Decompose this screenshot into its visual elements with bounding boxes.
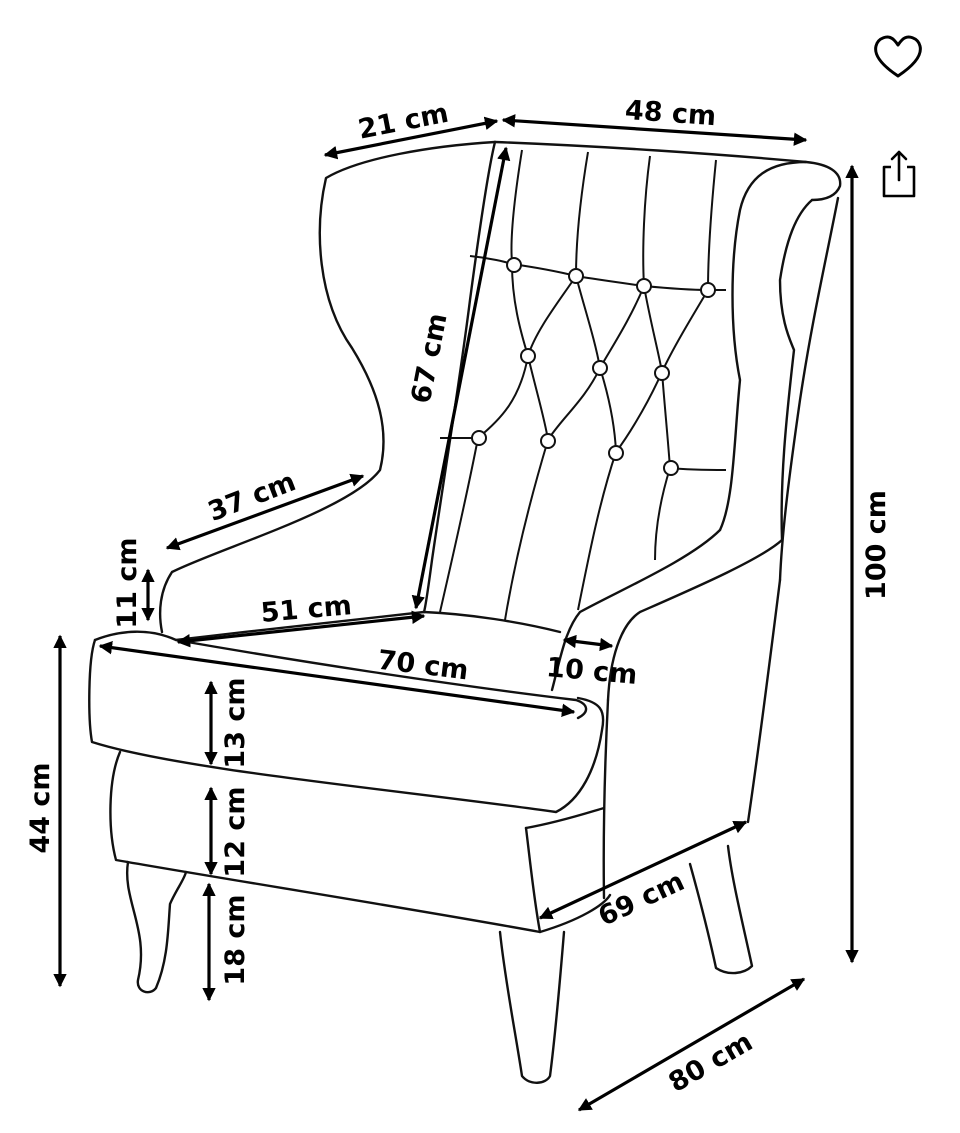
label-seat-width: 70 cm	[376, 645, 470, 687]
dimension-lines	[53, 114, 859, 1112]
label-cushion-height: 13 cm	[220, 677, 251, 768]
dim-line-wing-depth	[323, 116, 499, 160]
dim-line-arm-width	[562, 634, 614, 652]
share-button[interactable]	[874, 146, 924, 204]
label-arm-height: 11 cm	[112, 537, 143, 628]
label-seat-depth: 51 cm	[260, 590, 353, 629]
label-leg-height: 18 cm	[220, 894, 251, 985]
dimension-labels: 21 cm 48 cm 67 cm 37 cm 11 cm 51 cm 70 c…	[25, 95, 892, 1099]
dim-line-back-width	[501, 114, 808, 146]
label-total-height: 100 cm	[861, 490, 892, 600]
label-seat-height: 44 cm	[25, 762, 56, 853]
dim-line-seat-width	[98, 641, 576, 717]
label-total-depth: 69 cm	[594, 866, 690, 933]
favorite-button[interactable]	[868, 28, 928, 84]
label-base-height: 12 cm	[220, 786, 251, 877]
dim-line-seat-depth	[176, 610, 426, 648]
label-back-height: 67 cm	[406, 311, 454, 406]
heart-outline-icon	[874, 35, 922, 78]
dim-line-total-width	[577, 977, 806, 1112]
dim-line-total-depth	[538, 820, 748, 920]
label-back-width: 48 cm	[624, 95, 717, 132]
dim-line-arm-length	[165, 473, 365, 551]
dim-line-back-height	[411, 146, 511, 610]
share-icon	[882, 150, 916, 198]
label-arm-length: 37 cm	[204, 466, 300, 528]
label-arm-width: 10 cm	[545, 652, 638, 691]
armchair-illustration	[88, 140, 842, 1084]
label-total-width: 80 cm	[664, 1026, 758, 1098]
